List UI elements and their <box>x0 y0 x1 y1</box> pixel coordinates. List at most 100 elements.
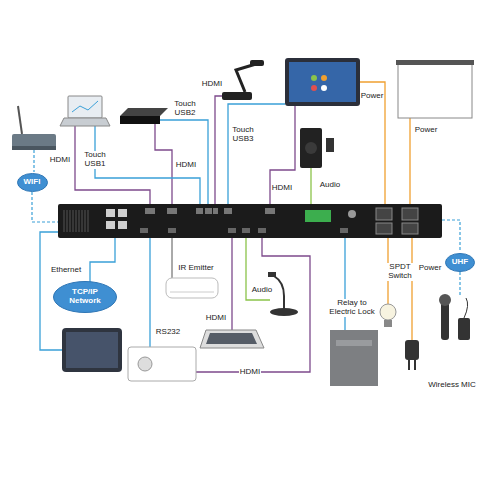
wifi-router <box>12 134 56 150</box>
usb-wire <box>95 126 200 204</box>
connection-label: HDMI <box>175 161 197 170</box>
control-hub <box>376 208 392 220</box>
laptop <box>68 96 102 118</box>
light-bulb <box>384 320 392 327</box>
control-hub <box>106 221 115 229</box>
laptop <box>72 101 98 112</box>
air-conditioner <box>170 292 214 293</box>
control-hub <box>348 210 356 218</box>
usb-wire <box>160 120 208 204</box>
connection-label: Audio <box>251 286 273 295</box>
projector <box>128 347 196 381</box>
projection-screen <box>396 60 474 118</box>
wireless-link <box>459 272 460 296</box>
control-hub <box>258 228 266 233</box>
connection-label: Wireless MIC <box>427 381 477 390</box>
cloud-label: WIFI <box>24 178 41 187</box>
connection-label: IR Emitter <box>177 264 215 273</box>
control-hub <box>140 228 148 233</box>
power-plug <box>409 360 415 370</box>
ir-wire <box>172 238 173 278</box>
touch-display <box>311 75 317 81</box>
network-cloud: WIFI <box>17 173 48 192</box>
gooseneck-microphone <box>274 276 284 312</box>
control-hub <box>402 208 418 220</box>
connection-label: Audio <box>319 181 341 190</box>
hdmi-wire <box>215 96 222 204</box>
document-camera <box>236 64 256 92</box>
hdmi-wire <box>231 238 232 330</box>
cloud-fill <box>54 282 117 313</box>
connection-label: Touch USB2 <box>171 100 199 118</box>
touch-panel <box>62 328 122 372</box>
connection-label: HDMI <box>271 184 293 193</box>
light-bulb <box>380 304 396 327</box>
projection-screen <box>398 64 472 118</box>
usb-wire <box>149 238 150 347</box>
electric-lock <box>330 330 378 386</box>
touch-display <box>285 58 360 106</box>
control-hub <box>167 208 177 214</box>
power-wire <box>360 82 385 204</box>
hdmi-wire <box>270 106 295 204</box>
laptop <box>60 96 110 126</box>
document-camera <box>222 60 264 100</box>
network-cloud: UHF <box>445 253 475 272</box>
connection-label: Touch USB1 <box>81 151 109 169</box>
gooseneck-microphone <box>268 272 276 277</box>
touch-display <box>321 75 327 81</box>
wifi-router <box>12 146 56 150</box>
wireless-link <box>32 192 58 222</box>
control-hub <box>340 228 348 233</box>
laptop <box>60 118 110 126</box>
control-hub <box>265 208 275 214</box>
control-hub <box>242 228 250 233</box>
light-bulb <box>380 304 396 320</box>
hdmi-wire <box>155 124 172 204</box>
media-player <box>120 108 168 116</box>
media-player <box>120 116 160 124</box>
power-wire <box>409 118 410 204</box>
ir-wire <box>172 238 173 278</box>
electric-lock <box>336 340 372 346</box>
power-wire <box>411 238 412 340</box>
connection-label: Power <box>418 264 443 273</box>
control-hub <box>58 204 442 238</box>
control-hub <box>213 208 218 214</box>
connection-label: Relay to Electric Lock <box>325 299 379 317</box>
document-camera <box>222 92 252 100</box>
projector <box>128 347 196 381</box>
node-text-group: UHF <box>452 258 468 267</box>
projection-screen <box>396 60 474 65</box>
hdmi-wire <box>75 126 150 204</box>
connection-label: HDMI <box>201 80 223 89</box>
control-hub <box>376 223 392 234</box>
connection-label: Power <box>414 126 439 135</box>
electric-lock <box>330 330 378 386</box>
control-hub <box>305 210 331 222</box>
node-text-group: WIFI <box>24 178 41 187</box>
control-hub <box>168 228 176 233</box>
control-hub <box>196 208 203 214</box>
connection-label: Ethernet <box>50 266 82 275</box>
touch-display <box>311 85 317 91</box>
air-conditioner <box>166 278 218 298</box>
projector <box>138 357 152 371</box>
usb-wire <box>90 238 115 282</box>
network-cloud: TCP/IP Network <box>53 281 117 313</box>
cloud-label: UHF <box>452 258 468 267</box>
tablet <box>206 333 257 344</box>
touch-display <box>289 62 356 102</box>
wireless-microphone <box>464 298 468 318</box>
wifi-router <box>12 106 56 150</box>
power-plug <box>405 340 419 360</box>
media-player <box>120 108 168 124</box>
wireless-microphone <box>458 318 470 340</box>
connection-label: Touch USB3 <box>229 126 257 144</box>
tablet <box>200 330 264 348</box>
touch-display <box>285 58 360 106</box>
wireless-link <box>32 150 460 296</box>
wireless-link <box>33 150 34 172</box>
